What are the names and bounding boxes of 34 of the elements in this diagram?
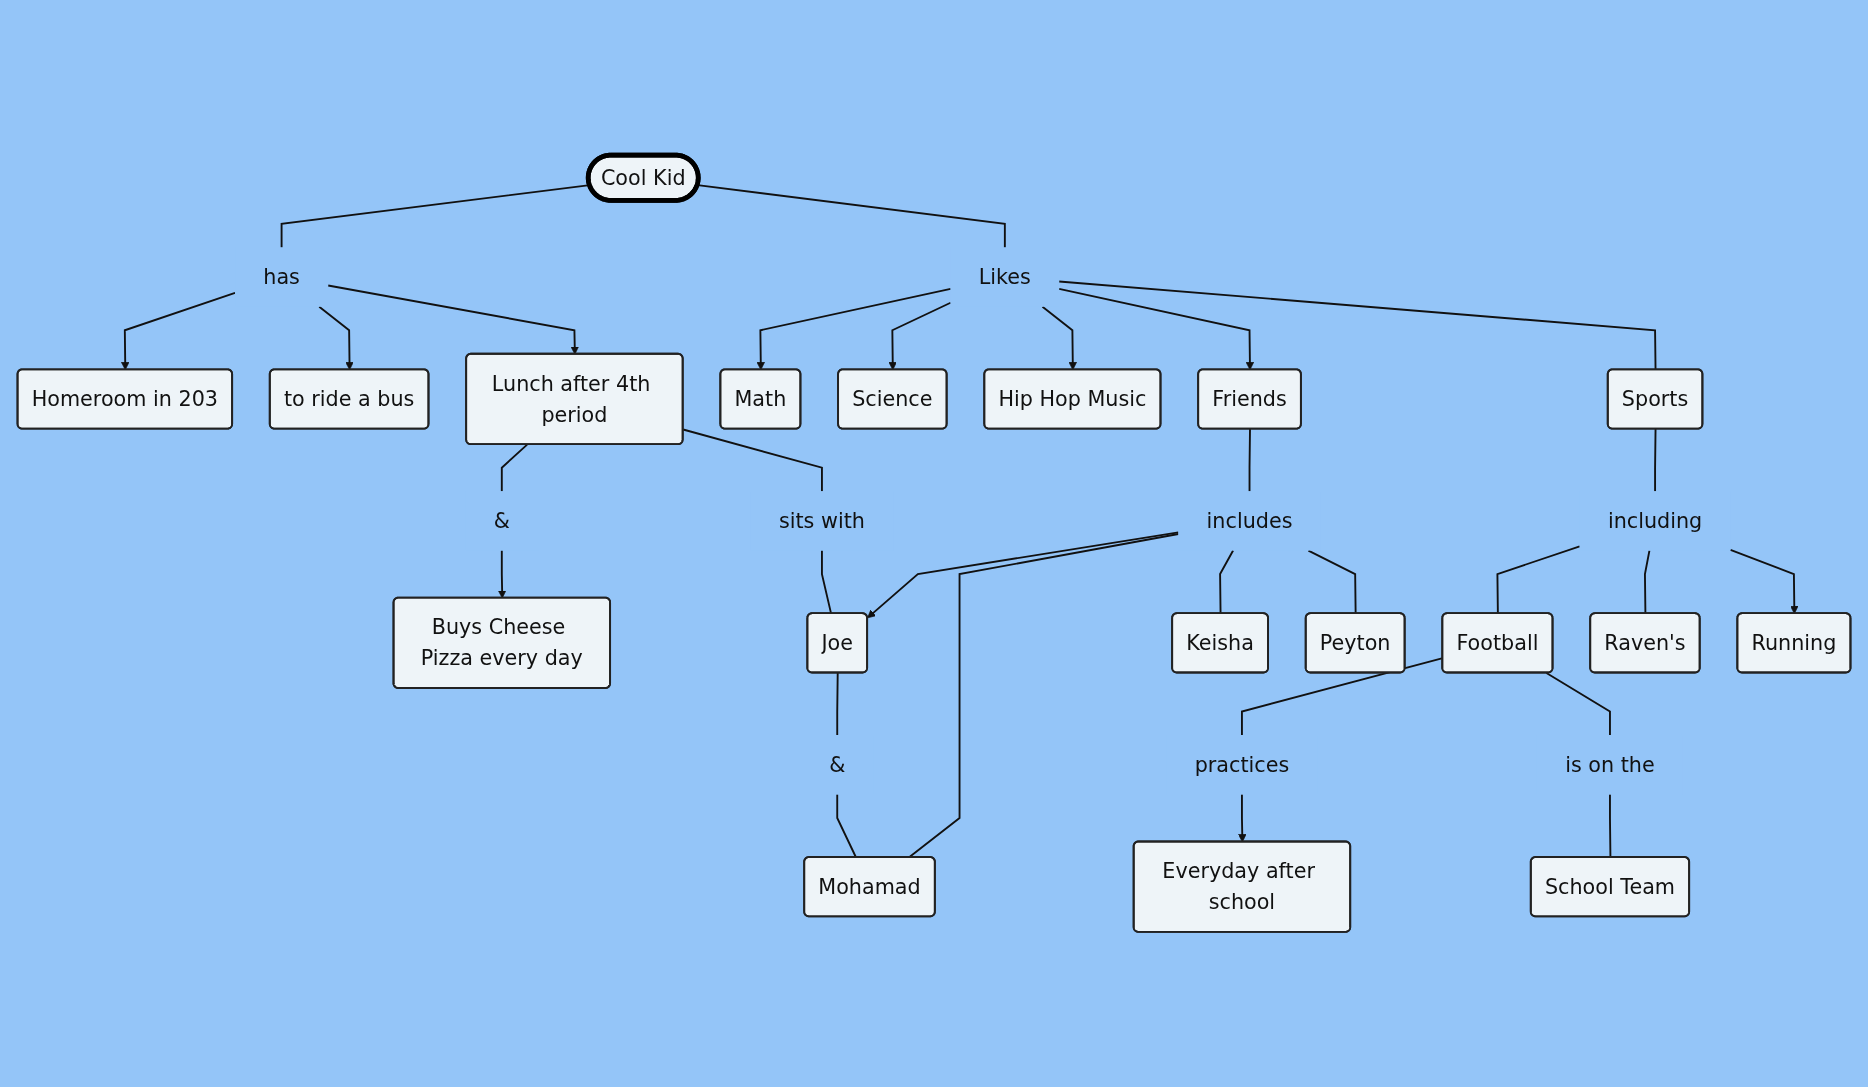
node-text: sits with: [778, 509, 865, 533]
connector: [821, 549, 833, 615]
node-text: is on the: [1565, 752, 1655, 777]
arrow: [1041, 305, 1077, 371]
connector: [1248, 428, 1251, 493]
arrow: [1238, 793, 1247, 843]
arrow: [867, 531, 1180, 619]
connector: [682, 428, 823, 493]
connector: [907, 533, 1180, 859]
connector: [1654, 428, 1657, 493]
connector: [836, 793, 857, 859]
arrow: [888, 301, 952, 371]
arrow: [1058, 287, 1255, 371]
connector: [500, 443, 529, 493]
connector: [836, 672, 839, 737]
node-text: including: [1607, 509, 1703, 533]
arrow: [498, 549, 507, 599]
node-text: &: [829, 752, 846, 777]
node-text: Likes: [978, 265, 1031, 289]
node-text: practices: [1194, 752, 1290, 777]
node-text: &: [493, 509, 510, 533]
connector: [1545, 672, 1611, 737]
arrow: [318, 305, 354, 371]
connector: [1609, 793, 1612, 859]
arrow: [121, 291, 236, 371]
connector: [1496, 545, 1581, 615]
arrow: [756, 287, 952, 371]
node-text: has: [263, 265, 300, 289]
connector: [1058, 280, 1657, 371]
arrow: [1729, 548, 1799, 614]
connector: [1644, 549, 1651, 615]
arrow: [327, 284, 579, 355]
node-text: includes: [1206, 509, 1293, 533]
connector: [1219, 549, 1235, 615]
